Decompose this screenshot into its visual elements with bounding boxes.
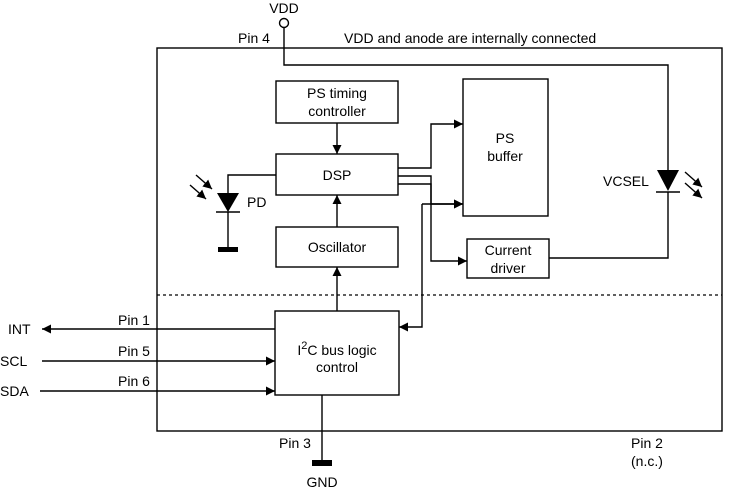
pin5-label: Pin 5 [118, 343, 150, 359]
ps-buffer-block [462, 78, 549, 217]
oscillator-block [275, 226, 399, 268]
gnd-label: GND [306, 474, 337, 489]
vdd-wire [283, 28, 669, 170]
note-label: VDD and anode are internally connected [344, 30, 596, 46]
current-driver-label-2: driver [490, 260, 525, 276]
vcsel-icon [656, 170, 703, 199]
dsp-to-buffer-arrow-2 [398, 175, 463, 209]
i2c-bus-logic-block [274, 310, 400, 396]
pin3-label: Pin 3 [279, 435, 311, 451]
pin4-label: Pin 4 [238, 30, 270, 46]
current-driver-block [466, 238, 550, 279]
ps-timing-label-2: controller [308, 103, 366, 119]
gnd-symbol [312, 460, 332, 466]
vdd-label: VDD [269, 0, 299, 16]
pin2-label: Pin 2 [631, 435, 663, 451]
driver-to-vcsel-wire [549, 192, 669, 259]
pin2-note: (n.c.) [631, 453, 663, 469]
ps-buffer-label-2: buffer [487, 148, 523, 164]
sda-label: SDA [0, 383, 29, 399]
dsp-to-buffer-arrow [398, 119, 463, 169]
vdd-terminal [278, 17, 290, 29]
ps-timing-controller-block [275, 80, 399, 124]
dsp-label: DSP [323, 167, 352, 183]
i2c-label-1: I2C bus logic [297, 340, 376, 358]
pin6-label: Pin 6 [118, 373, 150, 389]
current-driver-label-1: Current [485, 242, 532, 258]
pin1-label: Pin 1 [118, 312, 150, 328]
dsp-to-driver-arrow [398, 183, 467, 266]
ps-buffer-label-1: PS [496, 130, 515, 146]
oscillator-label: Oscillator [308, 239, 367, 255]
ps-timing-label-1: PS timing [307, 85, 367, 101]
pd-label: PD [247, 194, 266, 210]
int-label: INT [8, 321, 31, 337]
photodiode-icon [189, 174, 276, 252]
scl-label: SCL [0, 353, 27, 369]
chip-outline [156, 47, 723, 432]
bus-to-i2c-arrow [399, 204, 423, 332]
i2c-label-2: control [316, 359, 358, 375]
vcsel-label: VCSEL [603, 173, 649, 189]
